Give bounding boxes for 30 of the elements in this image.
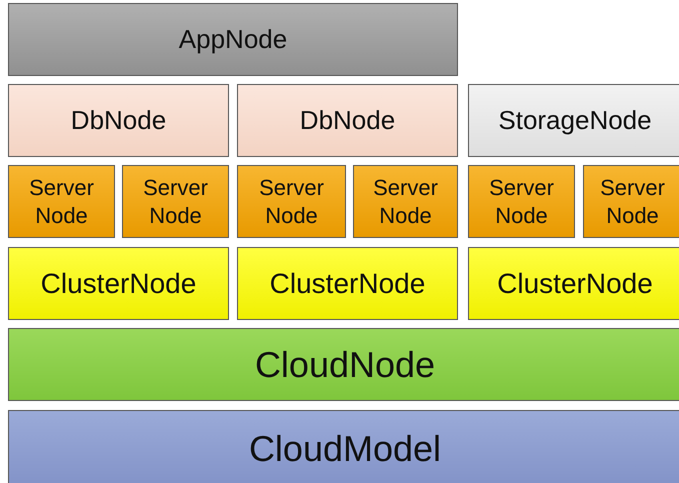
layer-box bbox=[8, 410, 679, 483]
layer-box bbox=[468, 247, 679, 320]
layer-box bbox=[583, 165, 679, 238]
node-label: Server Node bbox=[599, 174, 666, 229]
layer-box bbox=[237, 247, 458, 320]
layer-box bbox=[8, 84, 229, 157]
layer-box bbox=[353, 165, 458, 238]
node-label: DbNode bbox=[300, 104, 396, 137]
node-label: ClusterNode bbox=[497, 267, 653, 301]
node-label: CloudModel bbox=[248, 426, 442, 470]
node-label: AppNode bbox=[178, 23, 288, 56]
layer-box bbox=[468, 165, 575, 238]
layer-box bbox=[122, 165, 229, 238]
layer-box bbox=[8, 247, 229, 320]
node-label: StorageNode bbox=[498, 104, 652, 137]
node-label: Server Node bbox=[258, 174, 325, 229]
node-label: CloudNode bbox=[254, 343, 436, 387]
node-label: ClusterNode bbox=[270, 267, 426, 301]
layer-box bbox=[8, 165, 115, 238]
layer-box bbox=[468, 84, 679, 157]
node-label: ClusterNode bbox=[40, 267, 196, 301]
node-label: Server Node bbox=[488, 174, 555, 229]
layer-box bbox=[8, 3, 458, 76]
node-label: Server Node bbox=[28, 174, 95, 229]
layer-box bbox=[237, 165, 346, 238]
node-label: Server Node bbox=[372, 174, 439, 229]
layer-box bbox=[8, 328, 679, 401]
layer-box bbox=[237, 84, 458, 157]
node-label: Server Node bbox=[142, 174, 209, 229]
node-label: DbNode bbox=[70, 104, 166, 137]
